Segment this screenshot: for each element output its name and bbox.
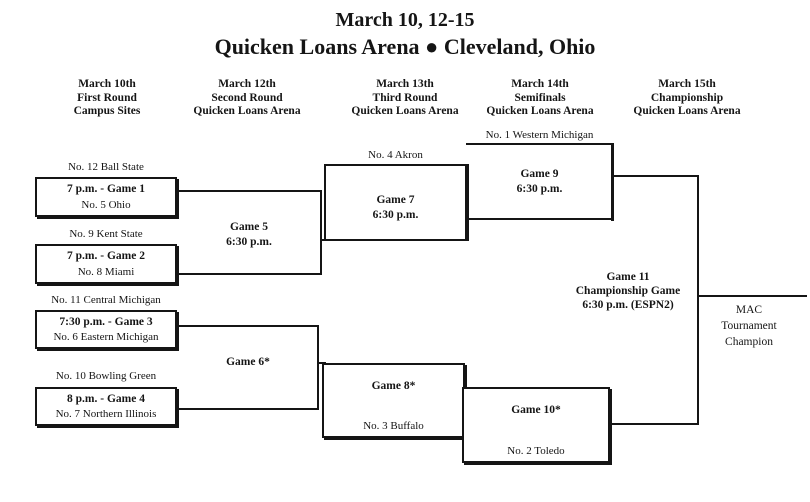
game-10-label: Game 10* [511, 404, 561, 416]
column-round: Semifinals [514, 91, 566, 104]
page-subtitle: Quicken Loans Arena ● Cleveland, Ohio [214, 34, 596, 59]
bracket-line-game6-top [176, 325, 319, 327]
game-3-box: 7:30 p.m. - Game 3 No. 6 Eastern Michiga… [35, 310, 177, 349]
team-label-akron: No. 4 Akron [368, 149, 423, 161]
team-label-northern-illinois: No. 7 Northern Illinois [55, 408, 157, 421]
column-venue: Campus Sites [73, 105, 141, 117]
game-3-label: 7:30 p.m. - Game 3 [59, 315, 153, 328]
column-venue: Quicken Loans Arena [486, 105, 594, 117]
team-label-ohio: No. 5 Ohio [81, 199, 131, 211]
game-4-box: 8 p.m. - Game 4 No. 7 Northern Illinois [35, 387, 177, 426]
game-8-label: Game 8* [371, 380, 416, 392]
column-date: March 12th [218, 78, 276, 90]
bracket-line-game9-bottom [466, 218, 614, 220]
team-label-kent-state: No. 9 Kent State [69, 228, 143, 240]
game-1-box: 7 p.m. - Game 1 No. 5 Ohio [35, 177, 177, 217]
bracket-line-game9-out [614, 175, 699, 177]
column-date: March 15th [658, 78, 716, 90]
team-label-ball-state: No. 12 Ball State [68, 161, 144, 173]
team-label-bowling-green: No. 10 Bowling Green [55, 370, 157, 382]
game-7-box [324, 164, 467, 241]
game-10-box [462, 387, 610, 463]
game-9-time: 6:30 p.m. [516, 183, 563, 195]
team-label-western-michigan: No. 1 Western Michigan [485, 129, 594, 141]
game-7-label: Game 7 6:30 p.m. [324, 193, 467, 223]
column-header-first-round: March 10th First Round Campus Sites [32, 78, 182, 119]
game-6-label: Game 6* [178, 355, 318, 370]
game-9-label: Game 9 6:30 p.m. [466, 167, 613, 197]
column-round: First Round [77, 91, 137, 104]
game-11-name: Game 11 [606, 271, 650, 283]
bracket-line-game5-bottom [176, 273, 322, 275]
column-round: Second Round [211, 91, 283, 104]
game-11-label: Game 11 Championship Game 6:30 p.m. (ESP… [558, 270, 698, 312]
column-header-championship: March 15th Championship Quicken Loans Ar… [612, 78, 762, 119]
game-5-time: 6:30 p.m. [226, 236, 272, 248]
bracket-line-game5-top [176, 190, 322, 192]
game-11-subtitle: Championship Game [575, 285, 681, 297]
champion-line1: MAC [735, 304, 763, 316]
team-label-central-michigan: No. 11 Central Michigan [51, 294, 161, 306]
team-label-eastern-michigan: No. 6 Eastern Michigan [53, 331, 159, 344]
game-11-time: 6:30 p.m. (ESPN2) [582, 299, 674, 311]
game-5-name: Game 5 [229, 221, 268, 233]
column-venue: Quicken Loans Arena [633, 105, 741, 117]
bracket-line-game6-bottom [176, 408, 319, 410]
column-header-semifinals: March 14th Semifinals Quicken Loans Aren… [465, 78, 615, 119]
game-8-box [322, 363, 465, 438]
page-title: March 10, 12-15 [335, 9, 475, 31]
bracket-line-game9-vertical [611, 143, 614, 221]
column-round: Championship [650, 91, 724, 104]
column-round: Third Round [372, 91, 438, 104]
bracket-line-champion [697, 295, 807, 297]
game-6-name: Game 6* [226, 356, 270, 368]
game-9-name: Game 9 [520, 168, 559, 180]
column-venue: Quicken Loans Arena [193, 105, 301, 117]
game-2-box: 7 p.m. - Game 2 No. 8 Miami [35, 244, 177, 284]
game-5-label: Game 5 6:30 p.m. [178, 220, 320, 250]
column-header-third-round: March 13th Third Round Quicken Loans Are… [330, 78, 480, 119]
column-date: March 10th [78, 78, 136, 90]
bracket-line-game9-top [466, 143, 613, 145]
column-header-second-round: March 12th Second Round Quicken Loans Ar… [172, 78, 322, 119]
column-date: March 14th [511, 78, 569, 90]
column-date: March 13th [376, 78, 434, 90]
bracket-line-game6-vertical [317, 325, 319, 410]
game-7-time: 6:30 p.m. [372, 209, 419, 221]
team-label-buffalo: No. 3 Buffalo [363, 420, 424, 432]
game-4-label: 8 p.m. - Game 4 [67, 392, 145, 405]
team-label-miami: No. 8 Miami [77, 266, 135, 278]
bracket-line-game5-vertical [320, 190, 322, 275]
bracket-line-game10-out [612, 423, 699, 425]
game-2-label: 7 p.m. - Game 2 [67, 250, 145, 262]
champion-line3: Champion [725, 336, 773, 348]
champion-line2: Tournament [721, 320, 777, 332]
bracket-line-final-vertical [697, 175, 699, 425]
champion-label: MAC Tournament Champion [699, 302, 799, 350]
game-7-name: Game 7 [376, 194, 415, 206]
game-1-label: 7 p.m. - Game 1 [67, 183, 145, 195]
team-label-toledo: No. 2 Toledo [507, 445, 565, 457]
column-venue: Quicken Loans Arena [351, 105, 459, 117]
